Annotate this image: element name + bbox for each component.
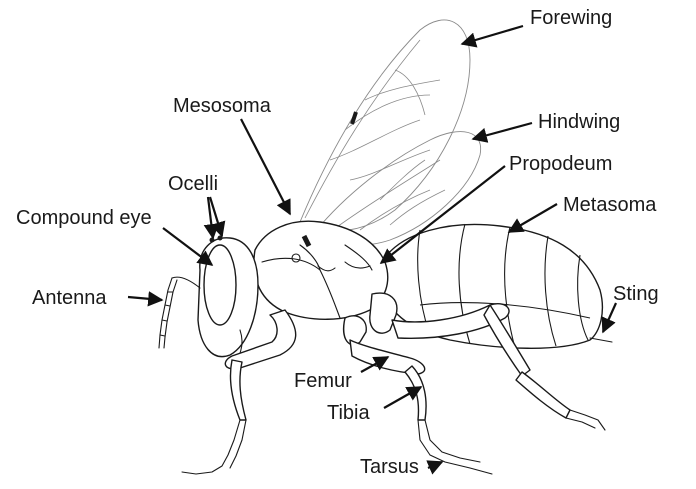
ocellus-2 bbox=[218, 236, 223, 241]
sting-arrow bbox=[603, 303, 616, 332]
forewing-arrow bbox=[462, 26, 523, 44]
tarsus-arrow bbox=[428, 462, 442, 468]
forewing-label: Forewing bbox=[530, 7, 612, 29]
sting-shape bbox=[590, 338, 612, 342]
mesosoma-label: Mesosoma bbox=[173, 95, 272, 117]
hindwing-arrow bbox=[473, 123, 532, 139]
femur-label: Femur bbox=[294, 370, 352, 392]
hindwing-label: Hindwing bbox=[538, 111, 620, 133]
propodeum-label: Propodeum bbox=[509, 153, 612, 175]
forewing-shape bbox=[300, 20, 470, 231]
antenna-shape bbox=[159, 277, 200, 348]
ocelli-label: Ocelli bbox=[168, 173, 218, 195]
mesosoma-arrow bbox=[241, 119, 290, 214]
antenna-label: Antenna bbox=[32, 287, 107, 309]
compound-eye-shape bbox=[204, 245, 236, 325]
compound-eye-arrow bbox=[163, 228, 212, 265]
metasoma-arrow bbox=[509, 204, 557, 232]
tibia-arrow bbox=[384, 387, 421, 408]
sting-label: Sting bbox=[613, 283, 659, 305]
head-shape bbox=[198, 236, 258, 366]
tibia-label: Tibia bbox=[327, 402, 370, 424]
compound-eye-label: Compound eye bbox=[16, 207, 152, 229]
tarsus-label: Tarsus bbox=[360, 456, 419, 478]
metasoma-label: Metasoma bbox=[563, 194, 657, 216]
mesosoma-shape bbox=[254, 221, 388, 319]
ocellus-1 bbox=[210, 238, 215, 243]
antenna-arrow bbox=[128, 297, 162, 300]
